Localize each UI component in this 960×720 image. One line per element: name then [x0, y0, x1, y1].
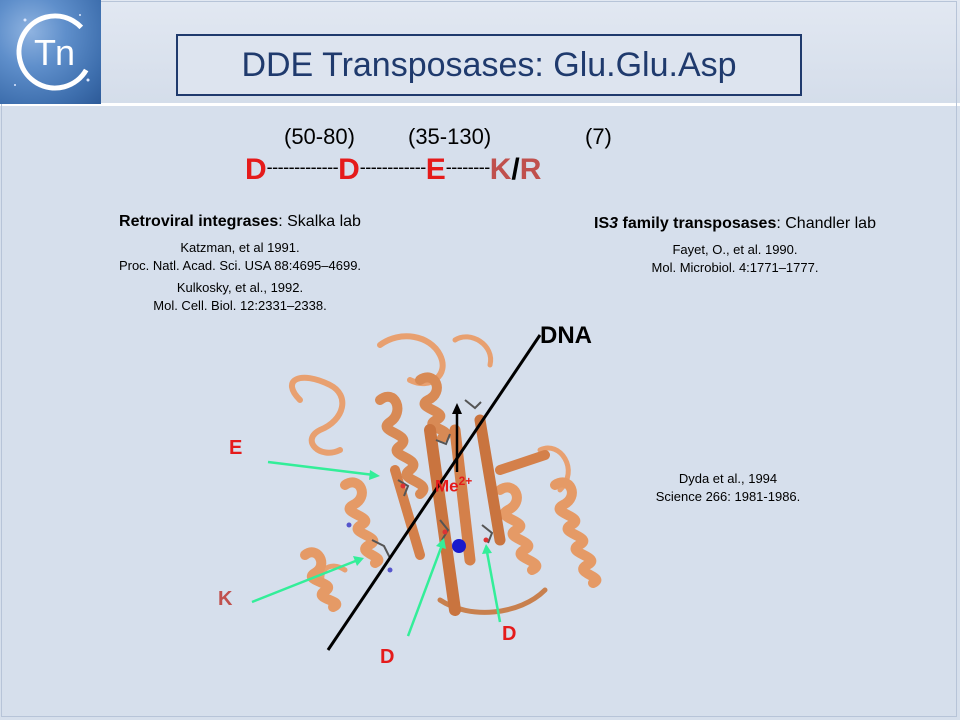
dna-axis-line: [326, 334, 542, 651]
label-d-right: D: [502, 623, 517, 645]
metal-ion: [452, 539, 466, 553]
header-separator: [0, 103, 960, 106]
dde-motif: D-------------D------------E--------K/R: [245, 150, 541, 187]
tn-logo: Tn: [0, 0, 101, 104]
active-site-residues: [346, 399, 494, 573]
motif-slash: /: [511, 153, 520, 186]
logo-ring-icon: [14, 13, 94, 91]
retroviral-heading: Retroviral integrases: Skalka lab: [119, 213, 361, 230]
motif-e: E: [425, 153, 446, 186]
logo-text: Tn: [34, 32, 75, 73]
title-box: DDE Transposases: Glu.Glu.Asp: [176, 34, 802, 96]
spacing-label-1: (50-80): [284, 124, 355, 149]
label-e: E: [229, 437, 243, 459]
is3-reference: IS3 family transposases: Chandler lab Fa…: [580, 215, 890, 277]
metal-arrow-head: [452, 403, 462, 414]
ref-line: Mol. Microbiol. 4:1771–1777.: [651, 260, 819, 275]
citation-line: Science 266: 1981-1986.: [655, 489, 801, 504]
is3-heading: IS3 family transposases: Chandler lab: [594, 215, 876, 232]
motif-d1: D: [245, 153, 267, 186]
metal-label: Me2+: [435, 474, 473, 496]
pointer-arrows: [251, 460, 502, 637]
motif-spacer-1: -------------: [266, 157, 339, 177]
protein-ribbon: [289, 333, 602, 616]
ref-line: Fayet, O., et al. 1990.: [672, 242, 798, 257]
ref-line: Katzman, et al 1991.: [180, 240, 300, 255]
spacing-label-2: (35-130): [408, 124, 492, 149]
label-d-left: D: [380, 646, 395, 668]
motif-spacer-2: ------------: [359, 157, 426, 177]
ref-line: Mol. Cell. Biol. 12:2331–2338.: [153, 298, 327, 313]
motif-d2: D: [338, 153, 360, 186]
label-k: K: [218, 588, 233, 610]
page-title: DDE Transposases: Glu.Glu.Asp: [241, 45, 737, 84]
motif-r: R: [519, 153, 542, 186]
ref-line: Kulkosky, et al., 1992.: [176, 280, 304, 295]
structure-citation: Dyda et al., 1994 Science 266: 1981-1986…: [628, 470, 828, 506]
retroviral-reference: Retroviral integrases: Skalka lab Katzma…: [90, 213, 390, 315]
dna-label: DNA: [540, 322, 592, 349]
motif-spacer-3: --------: [445, 157, 490, 177]
motif-k: K: [489, 153, 512, 186]
ref-line: Proc. Natl. Acad. Sci. USA 88:4695–4699.: [118, 258, 362, 273]
citation-line: Dyda et al., 1994: [678, 471, 778, 486]
spacing-label-3: (7): [585, 124, 612, 149]
